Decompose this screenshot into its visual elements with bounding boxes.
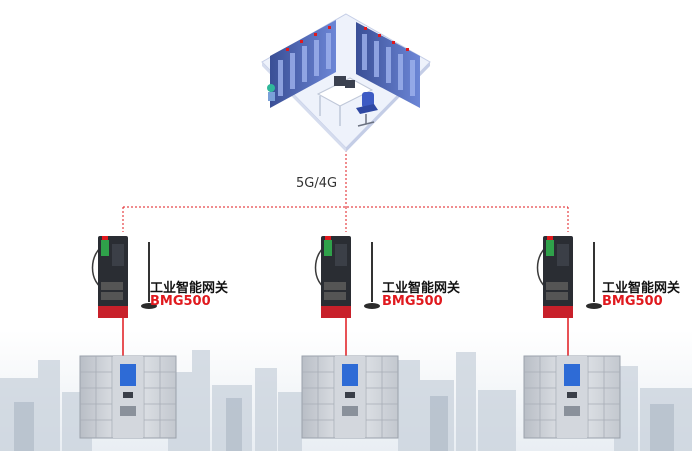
network-label: 5G/4G xyxy=(296,176,338,191)
plant xyxy=(267,84,275,101)
office-chair xyxy=(356,92,378,127)
server-rack-left xyxy=(270,20,336,108)
gateway-model-label-3: BMG500 xyxy=(602,294,663,309)
gateway-device-1 xyxy=(91,236,157,318)
gateway-name-label-2: 工业智能网关 xyxy=(382,281,461,296)
locker-cabinet-3 xyxy=(523,355,621,439)
gateway-device-3 xyxy=(536,236,602,318)
gateway-model-label-1: BMG500 xyxy=(150,294,211,309)
gateway-device-2 xyxy=(314,236,380,318)
server-rack-right xyxy=(356,22,420,108)
server-room-illustration xyxy=(261,13,431,152)
connection-lines xyxy=(122,150,569,356)
desk xyxy=(316,76,374,126)
gateway-name-label-1: 工业智能网关 xyxy=(150,281,229,296)
gateway-model-label-2: BMG500 xyxy=(382,294,443,309)
gateway-name-label-3: 工业智能网关 xyxy=(602,281,681,296)
locker-cabinet-1 xyxy=(79,355,177,439)
locker-cabinet-2 xyxy=(301,355,399,439)
